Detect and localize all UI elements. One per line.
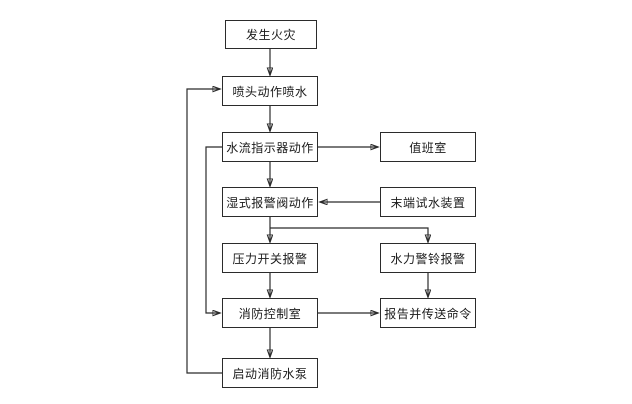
node-wet-alarm-valve[interactable]: 湿式报警阀动作 <box>222 187 318 217</box>
node-water-bell-alarm-label: 水力警铃报警 <box>390 251 466 266</box>
node-water-bell-alarm[interactable]: 水力警铃报警 <box>380 243 476 273</box>
node-end-test-device-label: 末端试水装置 <box>390 195 466 210</box>
node-report-and-transmit[interactable]: 报告并传送命令 <box>380 298 476 328</box>
node-pressure-switch-alarm-label: 压力开关报警 <box>232 251 308 266</box>
node-start-fire-pump[interactable]: 启动消防水泵 <box>222 358 318 388</box>
node-sprinkler[interactable]: 喷头动作喷水 <box>222 76 318 106</box>
edge-wetvalve-to-waterbell <box>270 227 428 242</box>
edge-pump-to-sprinkler-feedback <box>186 89 222 374</box>
node-wet-alarm-valve-label: 湿式报警阀动作 <box>226 195 314 210</box>
node-fire[interactable]: 发生火灾 <box>225 20 317 49</box>
node-duty-room[interactable]: 值班室 <box>380 132 476 162</box>
node-flow-indicator-label: 水流指示器动作 <box>226 140 314 155</box>
node-flow-indicator[interactable]: 水流指示器动作 <box>222 132 318 162</box>
node-duty-room-label: 值班室 <box>409 140 447 155</box>
node-pressure-switch-alarm[interactable]: 压力开关报警 <box>222 243 318 273</box>
node-report-and-transmit-label: 报告并传送命令 <box>384 306 472 321</box>
node-sprinkler-label: 喷头动作喷水 <box>232 84 308 99</box>
node-fire-control-room[interactable]: 消防控制室 <box>222 298 318 328</box>
edge-flow-to-control-feedback <box>205 146 222 313</box>
node-start-fire-pump-label: 启动消防水泵 <box>232 366 308 381</box>
node-fire-label: 发生火灾 <box>245 28 296 42</box>
node-fire-control-room-label: 消防控制室 <box>238 306 302 321</box>
node-end-test-device[interactable]: 末端试水装置 <box>380 187 476 217</box>
